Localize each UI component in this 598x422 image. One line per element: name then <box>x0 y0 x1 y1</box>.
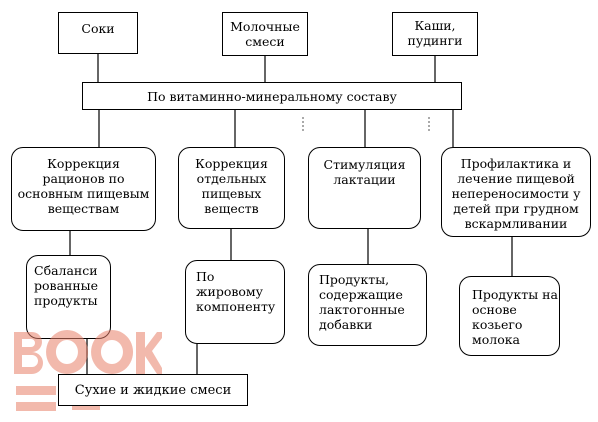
box-balanced-products: Сбаланси рованные продукты <box>26 255 111 339</box>
box-ration-correction: Коррекция рационов по основным пищевым в… <box>11 147 156 231</box>
box-dry-liquid-formulas: Сухие и жидкие смеси <box>58 374 248 406</box>
box-lactogenic-products: Продукты, содержащие лактогонные добавки <box>308 264 427 346</box>
box-nutrient-correction: Коррекция отдельных пищевых веществ <box>178 147 285 229</box>
box-lactation-stimulation: Стимуляция лактации <box>308 147 421 229</box>
box-intolerance-prevention: Профилактика и лечение пищевой неперенос… <box>441 147 591 237</box>
box-goat-milk-products: Продукты на основе козьего молока <box>459 276 560 356</box>
box-vitamin-mineral: По витаминно-минеральному составу <box>82 82 462 110</box>
box-soki: Соки <box>58 12 138 54</box>
box-fat-component: По жировому компоненту <box>185 260 285 344</box>
box-porridges: Каши, пудинги <box>392 12 478 56</box>
box-milk-formulas: Молочные смеси <box>222 12 308 56</box>
